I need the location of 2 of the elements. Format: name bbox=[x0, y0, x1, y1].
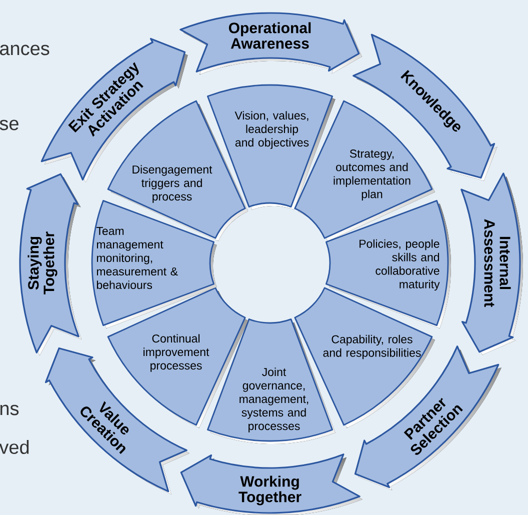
text-fragment: ns bbox=[0, 404, 19, 416]
text-fragment: se bbox=[0, 120, 18, 130]
